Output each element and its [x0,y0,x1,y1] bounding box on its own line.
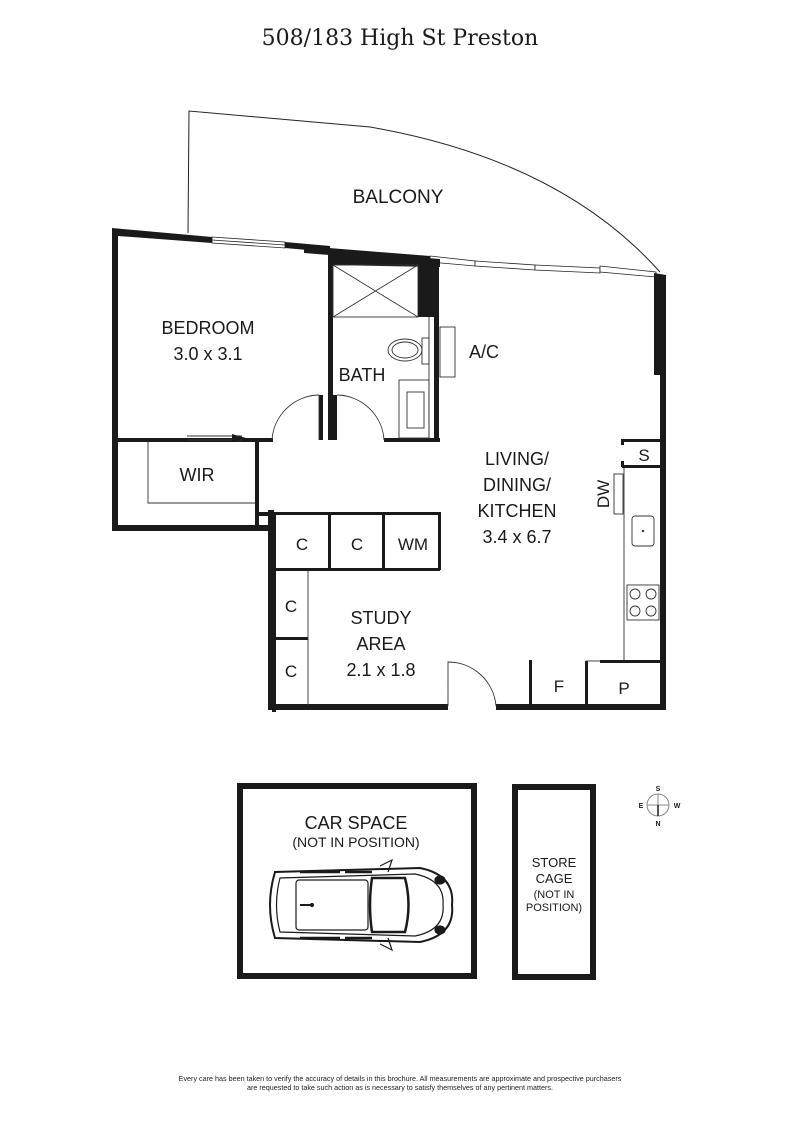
living-label-1: LIVING/ [485,449,549,469]
shelf-label: S [638,446,649,465]
bedroom-size: 3.0 x 3.1 [173,344,242,364]
fixtures [147,264,660,707]
compass-north: N [655,821,660,828]
bedroom-label: BEDROOM [161,318,254,338]
page-title: 508/183 High St Preston [261,26,539,51]
exterior-walls [112,228,666,712]
study-label-1: STUDY [350,608,411,628]
washing-machine-label: WM [398,535,428,554]
compass-east: E [639,803,644,810]
disclaimer: Every care has been taken to verify the … [0,1074,800,1092]
dishwasher-label: DW [594,480,613,508]
car-space: CAR SPACE (NOT IN POSITION) [237,783,477,979]
wir-label: WIR [180,465,215,485]
study-label-2: AREA [356,634,405,654]
cupboard-label: C [285,597,297,616]
fridge-label: F [554,677,564,696]
balcony-outline [187,110,661,273]
cupboard-label: C [296,535,308,554]
store-cage-note-2: POSITION) [526,902,582,914]
car-icon [269,858,454,952]
car-space-label: CAR SPACE [305,813,408,833]
study-size: 2.1 x 1.8 [346,660,415,680]
store-cage-note-1: (NOT IN [534,889,575,901]
car-space-note: (NOT IN POSITION) [292,834,419,850]
disclaimer-line-2: are requested to take such action as is … [246,1083,554,1092]
sliding-arrow-icon [232,434,246,442]
cupboard-label: C [351,535,363,554]
store-cage-label-2: CAGE [536,871,573,886]
store-cage: STORE CAGE (NOT IN POSITION) [512,784,596,980]
ac-label: A/C [469,342,499,362]
compass-south: S [656,786,661,793]
living-size: 3.4 x 6.7 [482,527,551,547]
balcony-label: BALCONY [353,187,444,208]
living-label-2: DINING/ [483,475,551,495]
pantry-label: P [618,679,629,698]
compass-west: W [674,803,681,810]
living-label-3: KITCHEN [477,501,556,521]
compass-icon: S N E W [639,786,681,828]
bath-label: BATH [339,365,386,385]
disclaimer-line-1: Every care has been taken to verify the … [178,1074,622,1083]
store-cage-label-1: STORE [532,855,577,870]
cupboard-label: C [285,662,297,681]
